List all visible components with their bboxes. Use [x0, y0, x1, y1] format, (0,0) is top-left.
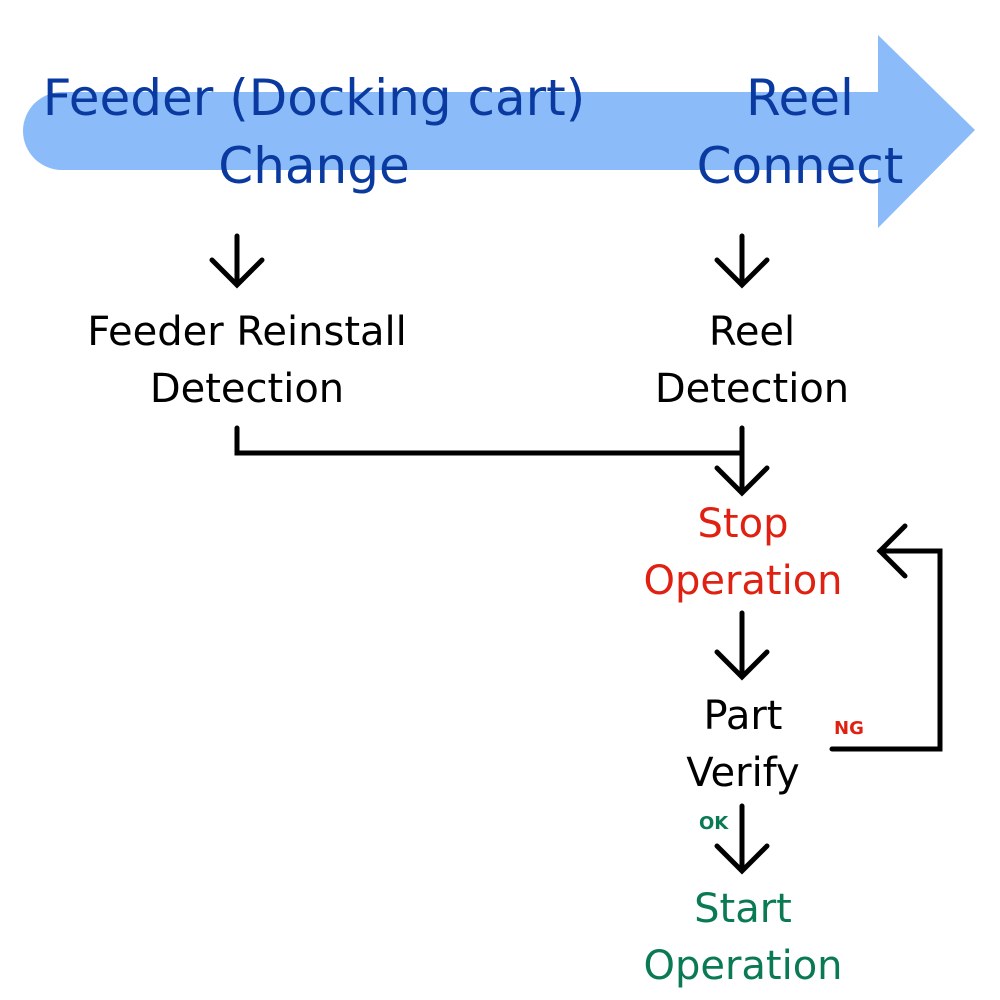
header-right-line2: Connect: [696, 137, 904, 195]
ok-branch-label: OK: [699, 813, 729, 834]
stop-operation-line2: Operation: [643, 558, 843, 604]
node-part-verify: Part Verify: [593, 688, 893, 802]
ok-arrow-to-start: [714, 803, 770, 875]
header-change-label: Feeder (Docking cart) Change: [14, 64, 614, 200]
down-arrow-right: [714, 233, 770, 289]
start-operation-line1: Start: [694, 886, 792, 932]
feeder-detection-line1: Feeder Reinstall: [87, 309, 407, 355]
header-right-line1: Reel: [746, 69, 854, 127]
process-arrow-band: [23, 35, 975, 228]
reel-detection-line2: Detection: [654, 366, 850, 412]
node-start-operation: Start Operation: [593, 881, 893, 995]
header-left-line2: Change: [218, 137, 410, 195]
down-arrow-left: [209, 233, 265, 289]
node-feeder-reinstall-detection: Feeder Reinstall Detection: [47, 304, 447, 418]
ng-branch-label: NG: [834, 718, 864, 739]
ng-loop-connector: [829, 523, 943, 752]
down-arrow-to-verify: [714, 610, 770, 681]
header-left-line1: Feeder (Docking cart): [42, 69, 586, 127]
part-verify-line2: Verify: [686, 750, 800, 796]
node-stop-operation: Stop Operation: [593, 496, 893, 610]
feeder-detection-line2: Detection: [149, 366, 345, 412]
merge-connector: [234, 425, 770, 497]
stop-operation-line1: Stop: [697, 501, 789, 547]
start-operation-line2: Operation: [643, 943, 843, 989]
reel-detection-line1: Reel: [708, 309, 796, 355]
part-verify-line1: Part: [703, 693, 783, 739]
header-connect-label: Reel Connect: [640, 64, 960, 200]
node-reel-detection: Reel Detection: [602, 304, 902, 418]
